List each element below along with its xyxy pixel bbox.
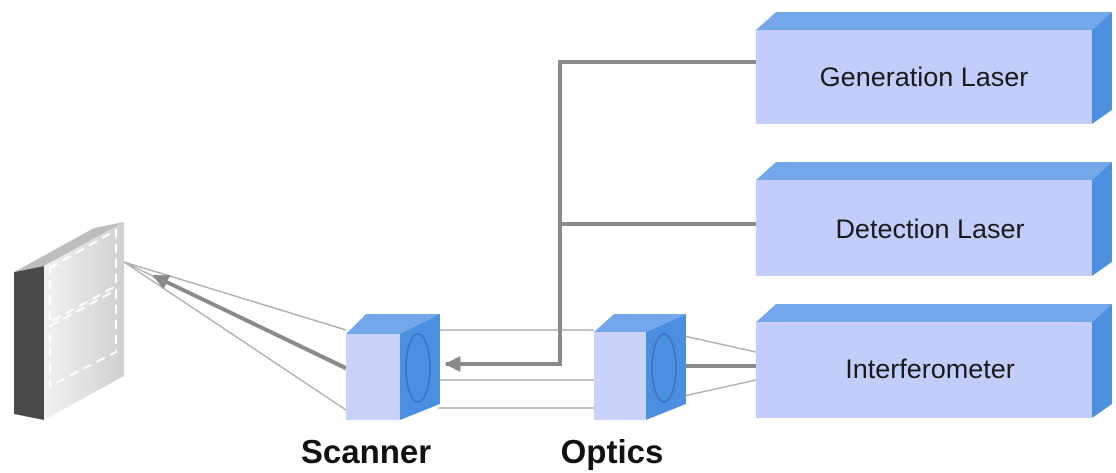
- scanner-cube: [346, 314, 440, 420]
- optics-lens: [651, 333, 677, 403]
- interferometer-top: [756, 304, 1112, 322]
- scan-beam-arrow: [152, 274, 347, 370]
- detection-laser-box: Detection Laser: [756, 162, 1112, 276]
- scanner-mirror: [405, 333, 431, 403]
- detection-laser-top: [756, 162, 1112, 180]
- optics-front-face: [594, 332, 646, 420]
- interferometer-label: Interferometer: [845, 354, 1015, 384]
- wire-connections: [558, 60, 756, 368]
- sample-side-face: [14, 266, 44, 420]
- optics-caption: Optics: [561, 433, 664, 470]
- detection-laser-side: [1092, 162, 1112, 276]
- beam-lines-optics: [438, 329, 757, 409]
- scanner-caption: Scanner: [301, 433, 431, 470]
- generation-laser-top: [756, 12, 1112, 30]
- scan-area-lower: [49, 288, 117, 388]
- interferometer-front: [756, 322, 1092, 418]
- interferometer-box: Interferometer: [756, 304, 1112, 418]
- detection-laser-front: [756, 180, 1092, 276]
- detection-laser-label: Detection Laser: [835, 214, 1024, 244]
- sample-top-face: [14, 222, 124, 272]
- generation-laser-box: Generation Laser: [756, 12, 1112, 124]
- sample-front-face: [44, 222, 124, 420]
- optics-top-face: [594, 314, 686, 332]
- generation-laser-side: [1092, 12, 1112, 124]
- optics-cube: [594, 314, 686, 420]
- interferometer-side: [1092, 304, 1112, 418]
- beam-lines-sample: [123, 261, 347, 411]
- scan-area-upper: [49, 228, 117, 324]
- scanner-front-face: [346, 334, 400, 420]
- generation-laser-front: [756, 30, 1092, 124]
- scanner-top-face: [346, 314, 440, 334]
- sample-panel: [14, 222, 124, 420]
- generation-wire: [558, 60, 756, 364]
- generation-laser-label: Generation Laser: [820, 62, 1029, 92]
